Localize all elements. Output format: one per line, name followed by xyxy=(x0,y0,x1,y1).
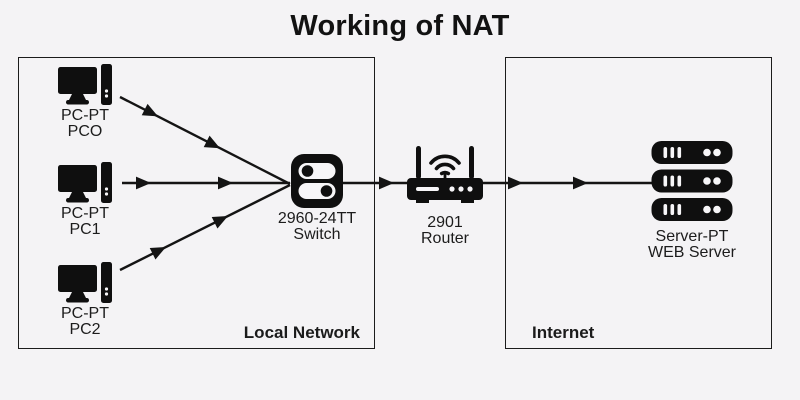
node-model-label: PC-PT xyxy=(61,205,109,222)
desktop-pc-icon xyxy=(58,64,112,105)
arrowhead-icon xyxy=(379,176,394,190)
node-name-label: Router xyxy=(420,229,470,247)
local-network-box: Local Network xyxy=(18,57,375,349)
desktop-pc-icon xyxy=(58,162,112,203)
desktop-pc-icon xyxy=(58,262,112,303)
connection-router-server xyxy=(478,176,655,190)
node-pc1: PC-PT PC1 xyxy=(49,162,121,237)
internet-label: Internet xyxy=(532,323,595,342)
node-name-label: PC1 xyxy=(69,220,101,238)
arrowhead-icon xyxy=(573,176,588,190)
arrowhead-icon xyxy=(203,135,220,149)
wifi-router-icon xyxy=(407,146,483,203)
local-network-label: Local Network xyxy=(243,323,360,342)
arrowhead-icon xyxy=(508,176,523,190)
arrowhead-icon xyxy=(218,176,233,190)
node-name-label: PCO xyxy=(67,122,103,140)
server-icon xyxy=(651,141,733,221)
arrowhead-icon xyxy=(141,103,158,117)
switch-icon xyxy=(291,154,343,208)
connection-pc0-switch xyxy=(119,95,291,186)
node-model-label: PC-PT xyxy=(61,305,109,322)
node-name-label: WEB Server xyxy=(647,243,736,261)
node-model-label: 2901 xyxy=(427,214,463,231)
node-name-label: PC2 xyxy=(69,320,101,338)
node-model-label: Server-PT xyxy=(655,228,729,245)
node-model-label: 2960-24TT xyxy=(277,210,357,227)
arrowhead-icon xyxy=(211,216,228,229)
internet-box: Internet xyxy=(505,57,772,349)
arrowhead-icon xyxy=(136,176,151,190)
page-title: Working of NAT xyxy=(290,10,510,42)
connection-pc2-switch xyxy=(119,183,291,272)
connection-switch-router xyxy=(343,176,414,190)
node-server: Server-PT WEB Server xyxy=(642,141,742,260)
connection-pc1-switch xyxy=(122,176,290,190)
node-model-label: PC-PT xyxy=(61,107,109,124)
arrowhead-icon xyxy=(149,247,166,260)
node-switch: 2960-24TT Switch xyxy=(277,154,357,242)
node-pc0: PC-PT PCO xyxy=(49,64,121,139)
node-pc2: PC-PT PC2 xyxy=(49,262,121,337)
node-name-label: Switch xyxy=(293,225,341,243)
node-router: 2901 Router xyxy=(405,143,485,246)
